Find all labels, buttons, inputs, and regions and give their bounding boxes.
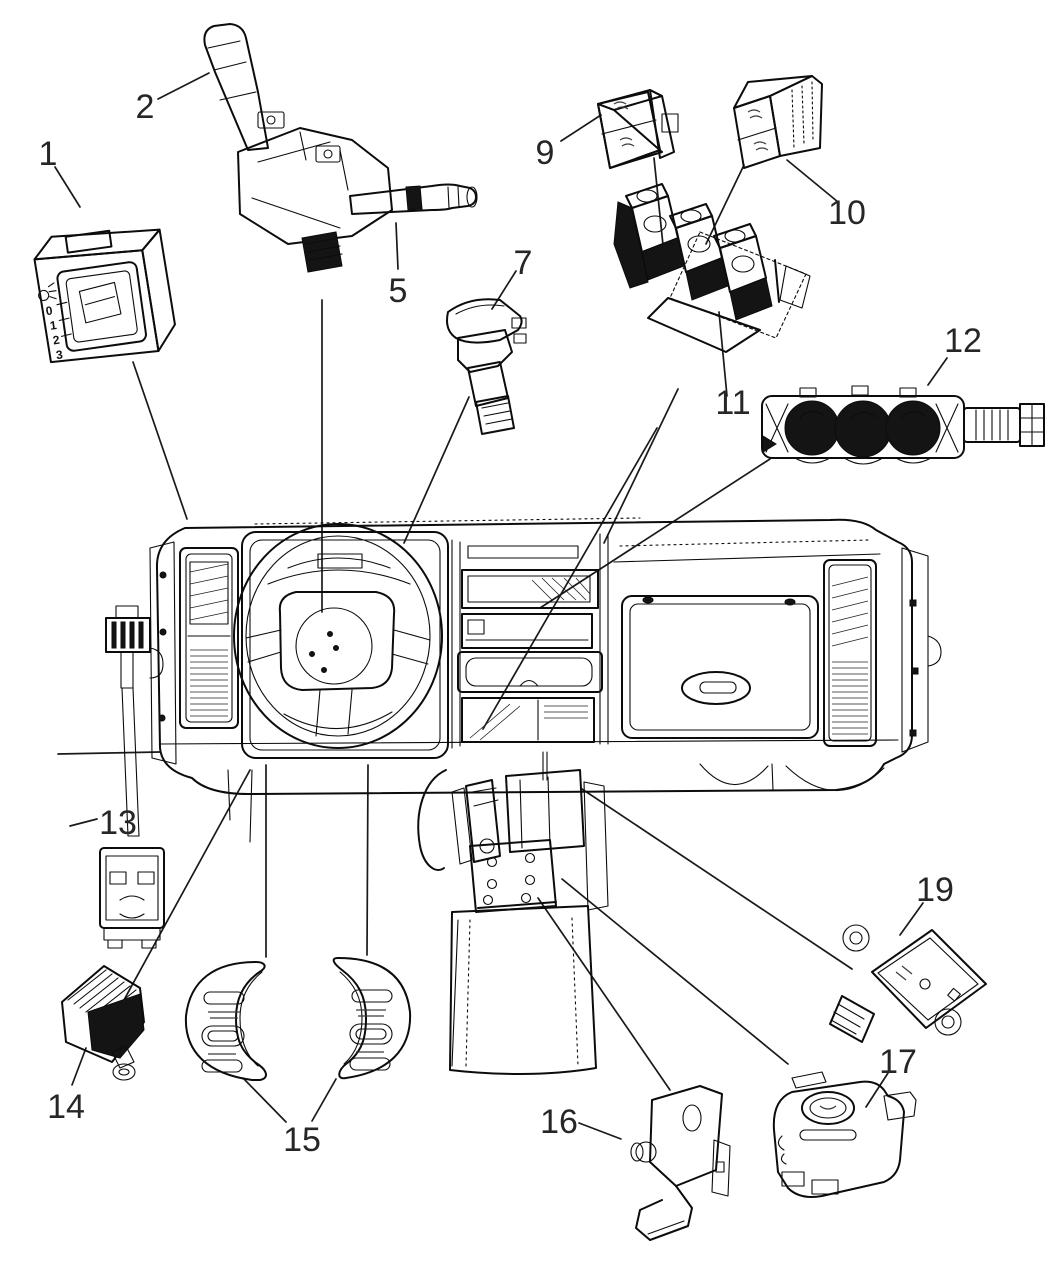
callout-numbers: 1 2 5 7 9 10 11 12 13 14 15 16 17 19 bbox=[39, 88, 982, 1159]
left-pod bbox=[184, 961, 267, 1081]
headlamp-icon bbox=[38, 282, 57, 301]
callout-14: 14 bbox=[47, 1088, 85, 1126]
callout-11: 11 bbox=[715, 384, 750, 422]
part-switch-module bbox=[61, 965, 145, 1081]
part-mounting-bracket bbox=[630, 1085, 731, 1241]
leader-lines bbox=[54, 72, 948, 1140]
part-speed-control-pods bbox=[184, 957, 412, 1081]
dashboard-illustration bbox=[149, 517, 942, 1075]
storage-bins bbox=[461, 697, 595, 743]
part-multifunction-switch bbox=[203, 23, 478, 273]
instrument-cluster bbox=[241, 531, 449, 759]
part-clockspring bbox=[772, 1071, 917, 1198]
callout-2: 2 bbox=[136, 88, 155, 126]
part-rocker-switch-9 bbox=[597, 89, 679, 169]
steering-wheel bbox=[233, 523, 443, 749]
glovebox-handle bbox=[681, 671, 751, 705]
column-cover-skirt bbox=[449, 905, 597, 1075]
center-stack bbox=[451, 533, 609, 749]
part-ignition-switch bbox=[446, 298, 527, 435]
part-rocker-switch-10 bbox=[733, 75, 823, 169]
part-headlamp-switch: 0 1 2 3 bbox=[33, 228, 176, 364]
callout-12: 12 bbox=[944, 322, 982, 360]
right-vent bbox=[823, 559, 877, 747]
hvac-opening bbox=[457, 651, 603, 693]
switch-position-label: 1 bbox=[49, 318, 58, 333]
callout-15: 15 bbox=[283, 1121, 321, 1159]
radio-slot bbox=[461, 569, 599, 609]
switch-position-label: 3 bbox=[55, 347, 64, 362]
callout-9: 9 bbox=[536, 134, 555, 172]
glovebox bbox=[613, 553, 881, 739]
wiper-washer-lever bbox=[349, 183, 478, 215]
lower-dash-trim bbox=[227, 763, 885, 843]
callout-5: 5 bbox=[389, 272, 408, 310]
turn-signal-lever bbox=[203, 23, 269, 151]
callout-16: 16 bbox=[540, 1103, 578, 1141]
part-sensor-module bbox=[829, 924, 987, 1043]
left-mounting-flange bbox=[149, 541, 177, 765]
part-jumper-wiring bbox=[99, 605, 165, 949]
callout-10: 10 bbox=[828, 194, 866, 232]
lower-slot bbox=[461, 613, 593, 649]
left-vent bbox=[179, 547, 239, 729]
part-rocker-switch-bank bbox=[613, 183, 811, 353]
steering-column-assembly bbox=[417, 751, 609, 1075]
part-hvac-control-unit bbox=[761, 385, 1045, 465]
switch-position-label: 0 bbox=[45, 303, 54, 318]
callout-7: 7 bbox=[514, 244, 533, 282]
callout-1: 1 bbox=[39, 135, 58, 173]
switch-position-label: 2 bbox=[52, 333, 61, 348]
right-mounting-flange bbox=[901, 547, 942, 753]
callout-13: 13 bbox=[99, 804, 137, 842]
callout-17: 17 bbox=[879, 1043, 917, 1081]
callout-19: 19 bbox=[916, 871, 954, 909]
right-pod bbox=[332, 957, 412, 1080]
